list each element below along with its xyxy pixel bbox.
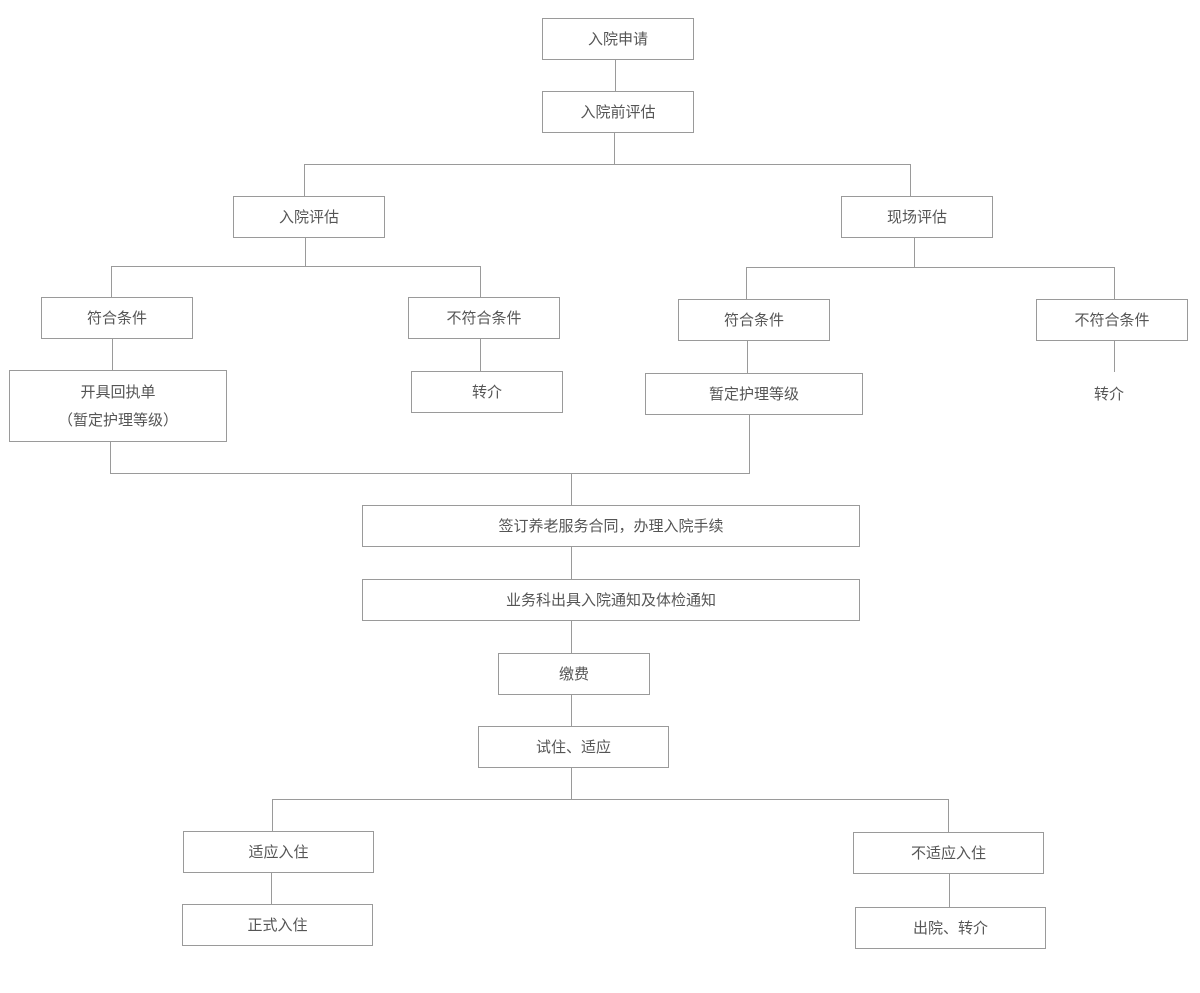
node-label: 暂定护理等级 xyxy=(708,384,799,403)
connector xyxy=(571,620,572,653)
node-label: 签订养老服务合同，办理入院手续 xyxy=(498,516,724,535)
node-notice: 业务科出具入院通知及体检通知 xyxy=(362,579,860,621)
connector xyxy=(746,267,1115,268)
node-label: 入院前评估 xyxy=(580,102,656,121)
node-onsite-assessment: 现场评估 xyxy=(841,196,993,238)
connector xyxy=(949,873,950,907)
connector xyxy=(111,266,112,297)
node-apply: 入院申请 xyxy=(542,18,694,60)
node-label: 适应入住 xyxy=(248,842,309,861)
connector xyxy=(110,473,750,474)
node-label: 开具回执单 xyxy=(80,382,156,401)
connector xyxy=(480,338,481,371)
node-left-ineligible: 不符合条件 xyxy=(408,297,560,339)
connector xyxy=(571,473,572,505)
node-trial: 试住、适应 xyxy=(478,726,669,768)
connector xyxy=(272,799,949,800)
node-tentative-level: 暂定护理等级 xyxy=(645,373,863,415)
node-label: 不符合条件 xyxy=(1074,310,1150,329)
connector xyxy=(480,266,481,297)
node-label: 符合条件 xyxy=(86,308,147,327)
node-adapt: 适应入住 xyxy=(183,831,374,873)
node-label: 入院申请 xyxy=(587,29,648,48)
node-label: 转介 xyxy=(471,382,502,401)
connector xyxy=(749,414,750,473)
connector xyxy=(304,164,911,165)
node-formal: 正式入住 xyxy=(182,904,373,946)
connector xyxy=(111,266,481,267)
connector xyxy=(571,694,572,726)
connector xyxy=(948,799,949,832)
node-payment: 缴费 xyxy=(498,653,650,695)
node-discharge: 出院、转介 xyxy=(855,907,1046,949)
connector xyxy=(1114,267,1115,299)
node-not-adapt: 不适应入住 xyxy=(853,832,1044,874)
connector xyxy=(746,267,747,299)
connector xyxy=(910,164,911,197)
node-sign-contract: 签订养老服务合同，办理入院手续 xyxy=(362,505,860,547)
node-receipt: 开具回执单 （暂定护理等级） xyxy=(9,370,227,442)
node-right-ineligible: 不符合条件 xyxy=(1036,299,1188,341)
node-label: 业务科出具入院通知及体检通知 xyxy=(505,590,716,609)
connector xyxy=(571,546,572,579)
connector xyxy=(110,441,111,473)
connector xyxy=(304,164,305,197)
connector xyxy=(112,338,113,370)
connector xyxy=(615,59,616,92)
node-label: 缴费 xyxy=(558,664,589,683)
node-right-transfer: 转介 xyxy=(1060,373,1158,415)
node-left-eligible: 符合条件 xyxy=(41,297,193,339)
node-label: 出院、转介 xyxy=(912,918,988,937)
connector xyxy=(1114,340,1115,372)
node-left-transfer: 转介 xyxy=(411,371,563,413)
connector xyxy=(571,767,572,799)
connector xyxy=(305,237,306,266)
node-label: 不符合条件 xyxy=(446,308,522,327)
connector xyxy=(271,872,272,904)
node-label: 试住、适应 xyxy=(535,737,611,756)
node-label: 正式入住 xyxy=(247,915,308,934)
node-pre-assessment: 入院前评估 xyxy=(542,91,694,133)
node-label: 现场评估 xyxy=(886,207,947,226)
node-right-eligible: 符合条件 xyxy=(678,299,830,341)
node-label: 入院评估 xyxy=(278,207,339,226)
node-label: 不适应入住 xyxy=(910,843,986,862)
connector xyxy=(914,237,915,267)
node-label: 转介 xyxy=(1093,384,1124,403)
node-admission-assessment: 入院评估 xyxy=(233,196,385,238)
node-label-secondary: （暂定护理等级） xyxy=(57,410,178,429)
connector xyxy=(747,340,748,373)
connector xyxy=(614,132,615,164)
connector xyxy=(272,799,273,831)
node-label: 符合条件 xyxy=(723,310,784,329)
